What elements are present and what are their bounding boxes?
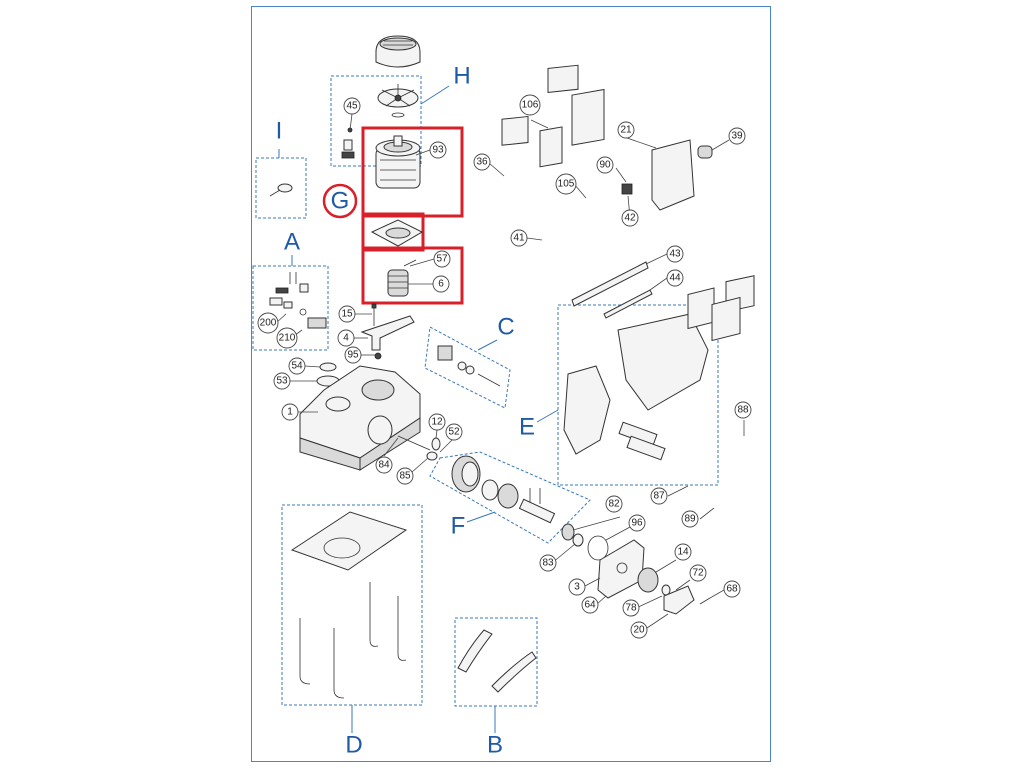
callout-95: 95	[347, 350, 359, 361]
callout-210: 210	[279, 333, 296, 344]
lever-parts	[360, 303, 415, 360]
callout-21: 21	[620, 125, 632, 136]
callout-39: 39	[731, 131, 743, 142]
group-label-i: I	[276, 118, 283, 145]
group-i-box	[255, 157, 307, 219]
callout-1: 1	[287, 407, 293, 418]
callout-93: 93	[432, 145, 444, 156]
callout-96: 96	[631, 518, 643, 529]
output-shaft-parts	[397, 435, 441, 461]
callout-14: 14	[677, 547, 689, 558]
group-label-a: A	[284, 229, 300, 256]
callout-57: 57	[436, 254, 448, 265]
group-label-b: B	[487, 732, 503, 759]
fan-cover	[375, 35, 421, 68]
worm-shaft	[387, 259, 417, 297]
group-a-parts	[269, 272, 327, 329]
callout-20: 20	[633, 625, 645, 636]
callout-90: 90	[599, 160, 611, 171]
callout-72: 72	[692, 568, 704, 579]
motor	[375, 135, 421, 189]
callout-43: 43	[669, 249, 681, 260]
highlight-g-circle	[322, 183, 358, 219]
callout-52: 52	[448, 427, 460, 438]
shaft-seals	[561, 523, 609, 561]
diagram-frame	[251, 6, 771, 762]
callout-88: 88	[737, 405, 749, 416]
callout-leaders	[275, 113, 745, 629]
group-a-box	[252, 265, 329, 351]
group-e-box	[557, 304, 719, 486]
vent-grilles	[687, 275, 755, 342]
gear-train	[451, 455, 556, 524]
release-key	[269, 183, 293, 197]
group-label-h: H	[453, 63, 470, 90]
callout-105: 105	[558, 179, 575, 190]
callout-4: 4	[343, 333, 349, 344]
group-label-d: D	[345, 732, 362, 759]
group-label-f: F	[451, 513, 466, 540]
callout-64: 64	[584, 600, 596, 611]
motor-gasket	[370, 219, 424, 247]
callout-89: 89	[684, 514, 696, 525]
highlight-gasket-box	[361, 212, 425, 252]
callout-41: 41	[513, 233, 525, 244]
callout-85: 85	[399, 471, 411, 482]
callout-53: 53	[276, 376, 288, 387]
pinion-assembly	[637, 567, 711, 615]
group-f-box	[429, 451, 591, 544]
callout-84: 84	[378, 460, 390, 471]
group-label-e: E	[519, 414, 535, 441]
callout-44: 44	[669, 273, 681, 284]
callout-3: 3	[574, 582, 580, 593]
group-c-box	[424, 326, 511, 409]
callout-87: 87	[653, 491, 665, 502]
callout-83: 83	[542, 558, 554, 569]
highlight-shaft-box	[361, 246, 464, 305]
callout-54: 54	[291, 361, 303, 372]
callout-15: 15	[341, 309, 353, 320]
callout-42: 42	[624, 213, 636, 224]
callout-12: 12	[431, 417, 443, 428]
callout-6: 6	[438, 279, 444, 290]
callout-circles	[257, 94, 752, 639]
callout-82: 82	[608, 499, 620, 510]
group-label-g: G	[331, 188, 350, 215]
callout-68: 68	[726, 584, 738, 595]
flange-plate	[597, 539, 645, 599]
callout-106: 106	[522, 100, 539, 111]
led-strips	[571, 261, 653, 319]
callout-200: 200	[260, 318, 277, 329]
callout-36: 36	[476, 157, 488, 168]
callout-78: 78	[625, 603, 637, 614]
group-label-c: C	[497, 314, 514, 341]
callout-45: 45	[346, 101, 358, 112]
gearbox-housing	[299, 365, 421, 471]
fan	[377, 84, 419, 118]
control-parts	[501, 64, 713, 211]
brush-assembly	[341, 127, 355, 159]
gear-motor-covers	[563, 313, 709, 461]
release-levers	[457, 629, 537, 693]
encoder-parts	[437, 345, 501, 387]
group-b-box	[454, 617, 538, 707]
foundation-plate-and-anchors	[290, 511, 408, 699]
highlight-motor-box	[361, 126, 464, 218]
